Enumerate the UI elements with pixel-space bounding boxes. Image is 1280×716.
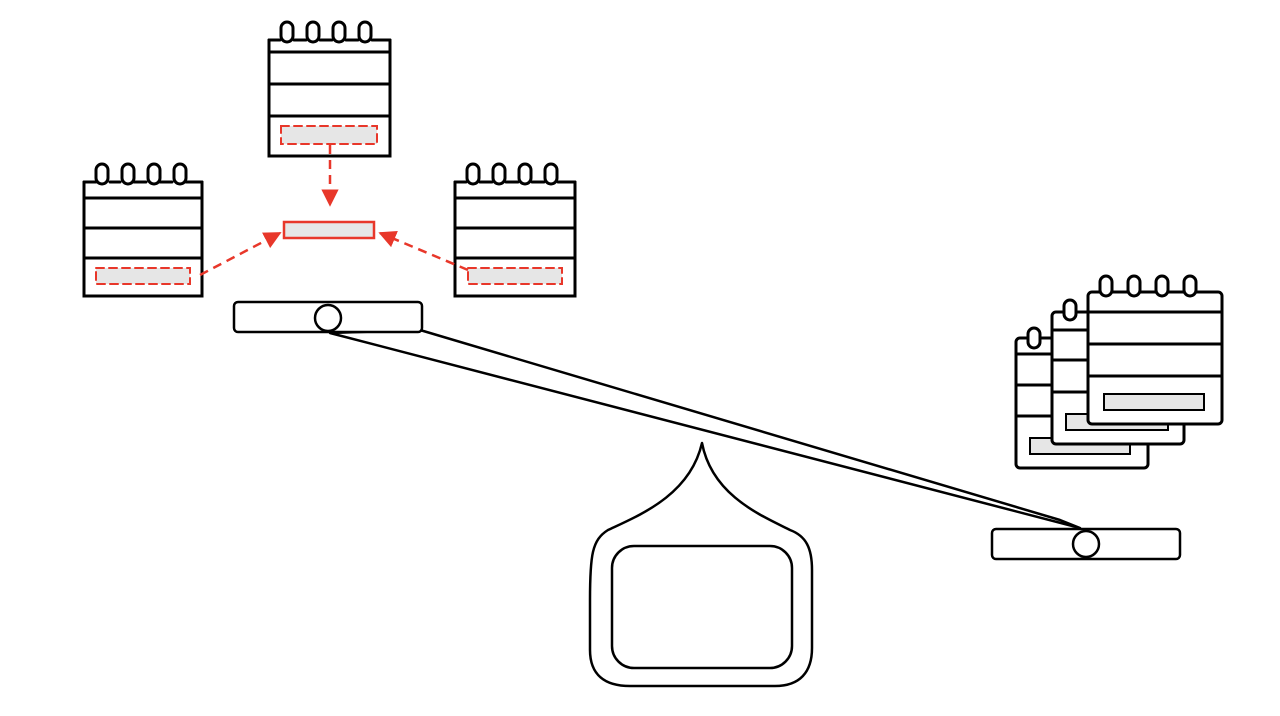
arrow-from-right — [378, 231, 469, 272]
calendar-icon — [267, 20, 392, 158]
calendar-highlight-slot — [280, 125, 378, 145]
calendar-icon — [453, 162, 577, 298]
seesaw-icon — [232, 300, 1182, 688]
calendar-icon — [82, 162, 204, 298]
merge-arrows — [199, 145, 469, 277]
arrow-from-left — [199, 231, 282, 277]
calendar-highlight-slot — [467, 267, 563, 285]
merged-event-bar — [282, 220, 376, 240]
calendar-stack-icon — [1014, 274, 1224, 470]
calendar-icon — [1086, 274, 1224, 426]
seesaw-right-pivot — [1071, 529, 1101, 559]
seesaw-left-pivot — [313, 303, 343, 333]
calendar-highlight-slot — [95, 267, 191, 285]
seesaw-fulcrum-window — [610, 544, 794, 670]
